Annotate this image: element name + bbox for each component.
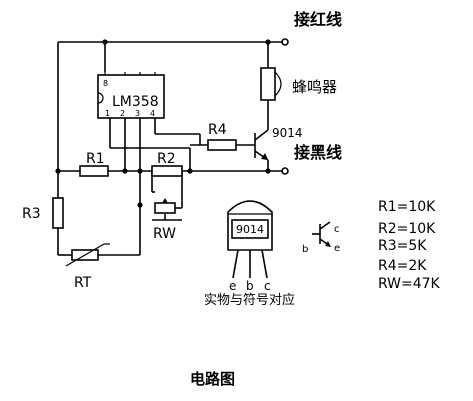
wires xyxy=(57,41,285,256)
buzzer-label: 蜂鸣器 xyxy=(292,78,337,96)
resistor-r4: R4 xyxy=(207,122,237,151)
ic-pin1-label: 1 xyxy=(105,109,110,118)
red-wire-terminal xyxy=(281,38,289,46)
thermistor-rt: RT xyxy=(65,243,110,291)
rt-label: RT xyxy=(74,275,92,291)
resistor-r3: R3 xyxy=(22,197,64,229)
transistor-label: 9014 xyxy=(272,126,303,140)
component-values: R1=10K R2=10K R3=5K R4=2K RW=47K xyxy=(378,199,441,292)
ic-pin2-label: 2 xyxy=(120,109,125,118)
npn-symbol: b c e xyxy=(302,221,340,255)
terminals xyxy=(281,38,289,175)
pin-e-label: e xyxy=(229,279,236,293)
r2-label: R2 xyxy=(157,151,176,167)
resistor-r1: R1 xyxy=(79,151,109,177)
value-r1: R1=10K xyxy=(378,199,436,215)
red-wire-label: 接红线 xyxy=(294,10,342,29)
lm358-ic: 8 LM358 1 2 3 4 xyxy=(97,72,165,119)
resistor-r2: R2 xyxy=(151,151,183,177)
ic-pin3-label: 3 xyxy=(135,109,140,118)
package-label: 9014 xyxy=(236,223,264,236)
ic-pin8-label: 8 xyxy=(103,79,108,88)
value-rw: RW=47K xyxy=(378,276,441,292)
ic-pin4-label: 4 xyxy=(150,109,155,118)
symbol-e-label: e xyxy=(334,243,340,254)
symbol-b-label: b xyxy=(302,244,308,255)
transistor-9014: 9014 xyxy=(254,126,303,161)
value-r4: R4=2K xyxy=(378,258,427,274)
r4-label: R4 xyxy=(208,122,227,138)
value-r2: R2=10K xyxy=(378,221,436,237)
symbol-c-label: c xyxy=(334,224,340,235)
r3-label: R3 xyxy=(22,206,41,222)
junction-dots xyxy=(55,39,271,208)
transistor-package: 9014 e b c 实物与符号对应 xyxy=(204,200,295,308)
rw-label: RW xyxy=(153,226,176,242)
black-wire-label: 接黑线 xyxy=(294,143,342,162)
potentiometer-rw: RW xyxy=(153,198,176,242)
pin-b-label: b xyxy=(246,279,254,293)
buzzer: 蜂鸣器 xyxy=(260,67,337,101)
correspondence-label: 实物与符号对应 xyxy=(204,292,295,308)
black-wire-terminal xyxy=(281,167,289,175)
ic-label: LM358 xyxy=(112,94,159,110)
pin-c-label: c xyxy=(264,279,271,293)
value-r3: R3=5K xyxy=(378,238,427,254)
r1-label: R1 xyxy=(86,151,105,167)
caption: 电路图 xyxy=(190,370,235,388)
